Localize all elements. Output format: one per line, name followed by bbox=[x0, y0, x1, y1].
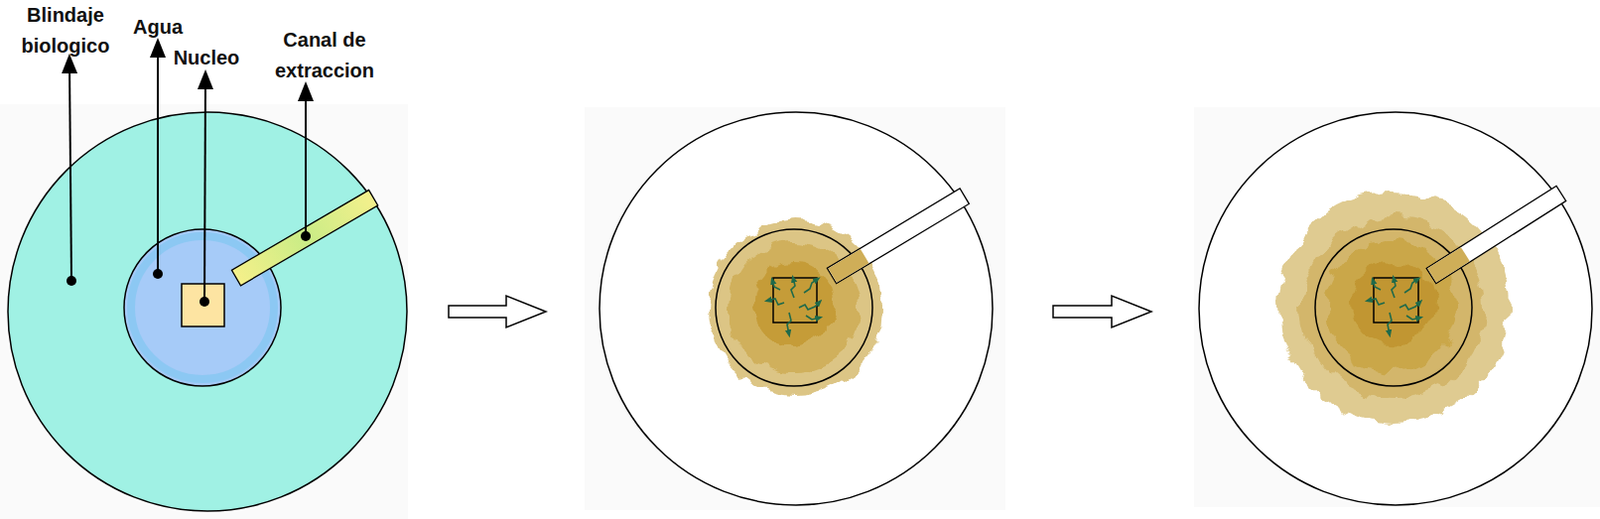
part-label: Nucleo bbox=[166, 42, 247, 74]
part-label: Agua bbox=[128, 11, 188, 43]
part-label: Canal de extraccion bbox=[253, 24, 397, 87]
part-label: Blindaje biologico bbox=[1, 0, 130, 62]
